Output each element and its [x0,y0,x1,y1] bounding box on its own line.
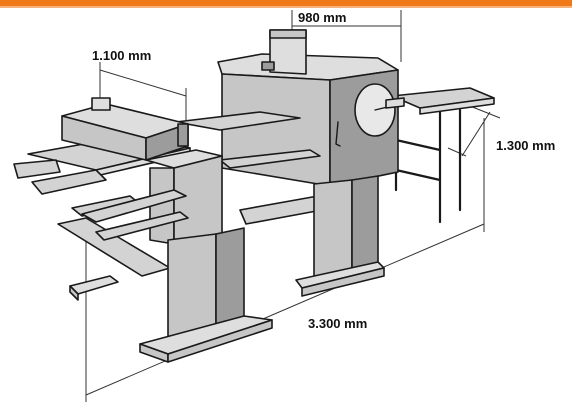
dimension-width-top: 980 mm [298,10,346,25]
middle-deck [175,111,323,225]
delivery-table [391,87,495,224]
dimension-length-total: 3.300 mm [308,316,367,331]
dimension-depth-feeder: 1.100 mm [92,48,151,63]
dimension-depth-right: 1.300 mm [496,138,555,153]
front-folding-unit [69,149,273,363]
right-base [295,175,385,297]
top-accent-bar [0,0,572,6]
top-accent-bar-shade [0,6,572,8]
dimension-lines [85,10,501,402]
